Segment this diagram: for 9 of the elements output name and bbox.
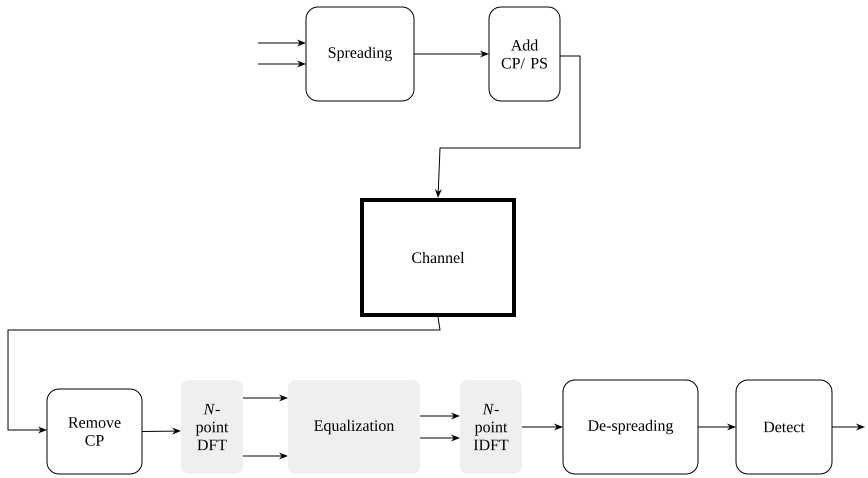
transform-block: N- point DFT xyxy=(181,380,243,474)
process-box: Detect xyxy=(736,380,832,474)
transform-block: N- point IDFT xyxy=(460,380,522,474)
transform-block: Equalization xyxy=(288,380,420,474)
process-box: Spreading xyxy=(306,6,414,102)
process-box: Remove CP xyxy=(46,388,142,474)
process-box: Add CP/ PS xyxy=(488,6,560,102)
process-box: De-spreading xyxy=(562,380,698,474)
channel-box: Channel xyxy=(360,198,516,317)
